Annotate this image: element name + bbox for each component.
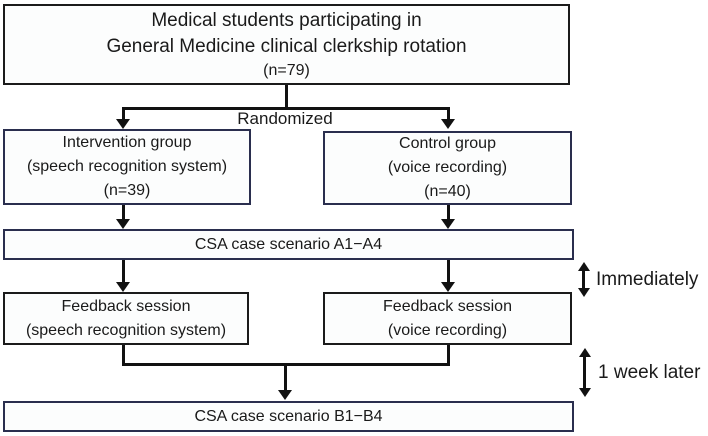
enrollment-box: Medical students participating in Genera… [3, 4, 570, 85]
feedback-intervention-line1: Feedback session [61, 297, 191, 315]
feedback-intervention-box: Feedback session (speech recognition sys… [3, 292, 249, 345]
connector-line [122, 345, 125, 366]
connector-line [447, 345, 450, 366]
arrowhead-down-icon [579, 388, 591, 397]
control-line2: (voice recording) [387, 159, 508, 176]
connector-line [583, 355, 586, 390]
connector-line [447, 205, 450, 220]
intervention-line1: Intervention group [62, 134, 192, 151]
intervention-group-box: Intervention group (speech recognition s… [3, 129, 251, 205]
enrollment-line2: General Medicine clinical clerkship rota… [106, 35, 467, 57]
arrowhead-down-icon [441, 219, 455, 229]
csa-b-label: CSA case scenario B1−B4 [194, 407, 383, 425]
arrowhead-down-icon [116, 119, 130, 129]
connector-line [447, 110, 450, 121]
one-week-later-label: 1 week later [598, 362, 701, 383]
enrollment-line1: Medical students participating in [151, 9, 422, 31]
connector-line [122, 110, 125, 121]
arrowhead-up-icon [579, 348, 591, 357]
connector-line [122, 205, 125, 220]
intervention-count: (n=39) [103, 182, 151, 199]
feedback-control-box: Feedback session (voice recording) [323, 292, 572, 345]
randomized-label: Randomized [237, 109, 333, 128]
csa-scenario-a-box: CSA case scenario A1−A4 [3, 229, 574, 260]
immediately-label: Immediately [596, 269, 699, 290]
arrowhead-down-icon [116, 282, 130, 292]
csa-scenario-b-box: CSA case scenario B1−B4 [3, 401, 574, 432]
connector-line [122, 260, 125, 283]
arrowhead-down-icon [116, 219, 130, 229]
arrowhead-down-icon [441, 119, 455, 129]
feedback-intervention-line2: (speech recognition system) [25, 321, 227, 339]
connector-line [285, 85, 288, 109]
control-line1: Control group [399, 135, 496, 152]
intervention-line2: (speech recognition system) [26, 158, 228, 175]
connector-line [447, 260, 450, 283]
connector-line [122, 107, 450, 110]
control-group-box: Control group (voice recording) (n=40) [323, 131, 572, 205]
connector-line [284, 363, 287, 390]
control-count: (n=40) [424, 183, 471, 200]
connector-line [582, 269, 585, 290]
arrowhead-down-icon [441, 282, 455, 292]
csa-a-label: CSA case scenario A1−A4 [194, 235, 383, 253]
feedback-control-line2: (voice recording) [387, 321, 508, 339]
arrowhead-down-icon [278, 390, 292, 400]
arrowhead-up-icon [578, 262, 590, 271]
feedback-control-line1: Feedback session [383, 297, 512, 315]
enrollment-count: (n=79) [263, 61, 310, 79]
arrowhead-down-icon [578, 288, 590, 297]
